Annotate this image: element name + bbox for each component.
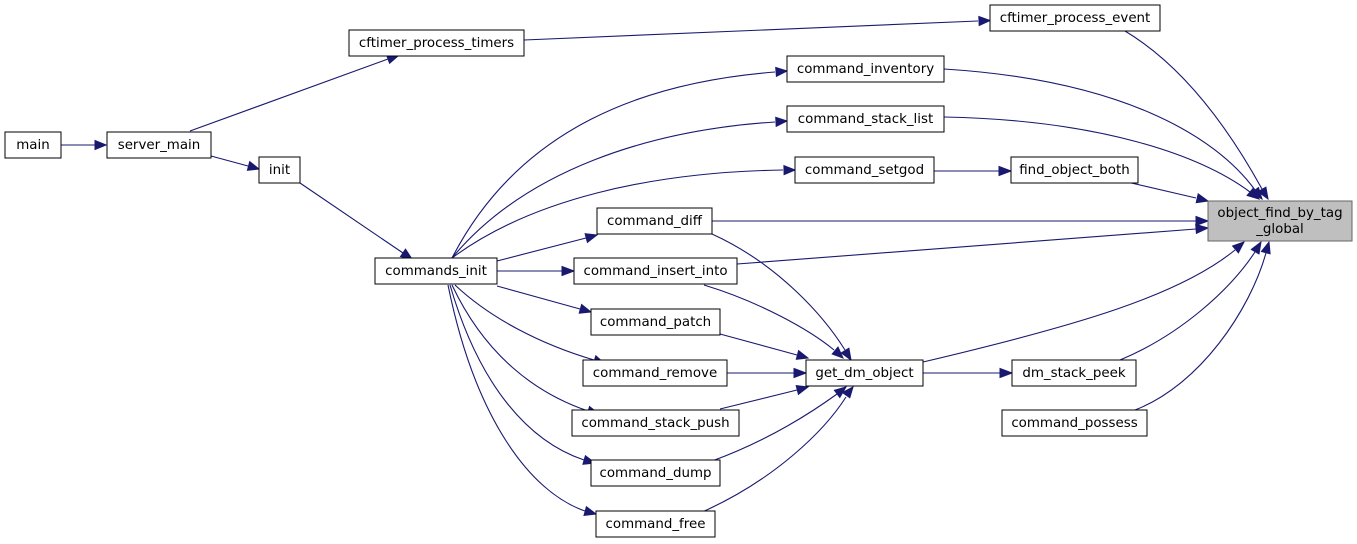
edge-command-stack-list-to-root-arrow: [1246, 187, 1261, 200]
edge-get-dm-object-to-dm-stack-peek-arrow: [999, 367, 1014, 379]
node-command-remove[interactable]: command_remove: [582, 359, 728, 387]
edge-command-inventory-to-root: [943, 68, 1256, 191]
node-get-dm-object-label: get_dm_object: [815, 366, 913, 381]
node-init-label: init: [269, 163, 290, 178]
edge-commands-init-to-command-stack-push: [451, 284, 589, 412]
edge-command-diff-to-get-dm-object-arrow: [840, 347, 852, 362]
node-server-main-label: server_main: [118, 138, 201, 153]
node-main[interactable]: main: [4, 131, 62, 159]
node-command-inventory[interactable]: command_inventory: [786, 55, 945, 83]
edge-server-main-to-cftimer-process-timers: [189, 58, 389, 132]
edge-command-diff-to-get-dm-object: [711, 233, 846, 351]
edge-command-stack-list-to-root: [943, 116, 1251, 193]
edge-command-insert-into-to-get-dm-object: [703, 284, 835, 351]
node-command-diff-label: command_diff: [607, 214, 703, 229]
node-cftimer-process-event-label: cftimer_process_event: [1000, 11, 1151, 26]
edge-commands-init-to-command-dump: [449, 284, 585, 461]
edge-command-dump-to-get-dm-object: [711, 393, 838, 462]
edge-commands-init-to-command-free-arrow: [583, 505, 598, 516]
edge-command-diff-to-root-arrow: [1195, 215, 1210, 227]
edge-commands-init-to-command-insert-into-arrow: [561, 265, 576, 277]
node-command-remove-label: command_remove: [593, 366, 717, 381]
edge-get-dm-object-to-root: [922, 249, 1236, 363]
edge-command-stack-push-to-get-dm-object-arrow: [795, 385, 810, 396]
node-command-inventory-label: command_inventory: [797, 62, 934, 77]
node-command-insert-into[interactable]: command_insert_into: [573, 257, 738, 285]
edge-get-dm-object-to-root-arrow: [1231, 241, 1246, 254]
edge-commands-init-to-command-stack-list: [451, 121, 776, 259]
node-command-possess[interactable]: command_possess: [1001, 409, 1148, 437]
edge-init-to-commands-init: [299, 182, 404, 254]
edge-commands-init-to-command-free: [447, 284, 586, 512]
node-dm-stack-peek-label: dm_stack_peek: [1022, 366, 1125, 381]
node-get-dm-object[interactable]: get_dm_object: [805, 359, 924, 387]
edge-commands-init-to-command-diff: [496, 237, 587, 262]
node-cftimer-process-event[interactable]: cftimer_process_event: [989, 4, 1161, 32]
edge-command-free-to-get-dm-object: [699, 396, 847, 514]
node-dm-stack-peek[interactable]: dm_stack_peek: [1011, 359, 1137, 387]
edge-command-setgod-to-find-object-both-arrow: [998, 165, 1013, 177]
node-server-main[interactable]: server_main: [106, 131, 212, 159]
node-commands-init[interactable]: commands_init: [374, 257, 498, 285]
edge-command-insert-into-to-root: [736, 228, 1197, 265]
edge-cftimer-process-event-to-root: [1124, 30, 1263, 190]
node-object-find-by-tag-global[interactable]: object_find_by_tag _global: [1207, 200, 1353, 242]
edge-dm-stack-peek-to-root-arrow: [1250, 240, 1262, 255]
node-command-free-label: command_free: [606, 517, 706, 532]
node-command-setgod-label: command_setgod: [805, 163, 924, 178]
edge-main-to-server-main-arrow: [94, 139, 108, 151]
node-command-stack-push[interactable]: command_stack_push: [571, 409, 740, 437]
edge-find-object-both-to-root-arrow: [1195, 193, 1210, 204]
node-commands-init-label: commands_init: [385, 264, 487, 279]
edge-server-main-to-init-arrow: [246, 160, 261, 171]
nodes: main server_main init cftimer_process_ti…: [4, 4, 1353, 538]
edge-commands-init-to-command-patch-arrow: [578, 303, 593, 314]
edge-command-stack-push-to-get-dm-object: [719, 389, 798, 410]
edge-command-remove-to-get-dm-object-arrow: [793, 367, 808, 379]
edge-command-patch-to-get-dm-object-arrow: [795, 349, 810, 360]
edge-cftimer-process-timers-to-cftimer-process-event-arrow: [978, 15, 992, 27]
edge-command-possess-to-root-arrow: [1260, 240, 1271, 255]
edge-command-free-to-get-dm-object-arrow: [841, 386, 854, 399]
node-command-dump-label: command_dump: [599, 466, 711, 481]
edge-command-insert-into-to-get-dm-object-arrow: [831, 346, 844, 359]
edge-command-insert-into-to-root-arrow: [1195, 223, 1210, 235]
edge-commands-init-to-command-inventory: [451, 71, 776, 259]
node-command-free[interactable]: command_free: [595, 510, 716, 538]
node-object-find-by-tag-global-label-line1: object_find_by_tag: [1217, 206, 1342, 221]
node-main-label: main: [16, 138, 49, 153]
node-command-patch-label: command_patch: [600, 315, 711, 330]
edge-commands-init-to-command-setgod-arrow: [783, 164, 797, 176]
edge-server-main-to-init: [210, 155, 249, 167]
edge-dm-stack-peek-to-root: [1119, 251, 1256, 361]
edge-find-object-both-to-root: [1126, 181, 1197, 199]
node-command-insert-into-label: command_insert_into: [583, 264, 727, 279]
node-object-find-by-tag-global-label-line2: _global: [1255, 222, 1304, 237]
edge-commands-init-to-command-setgod: [451, 169, 784, 259]
edge-command-patch-to-get-dm-object: [719, 333, 798, 356]
node-command-stack-push-label: command_stack_push: [581, 416, 729, 431]
edge-commands-init-to-command-patch: [496, 285, 581, 310]
node-command-setgod[interactable]: command_setgod: [794, 156, 935, 184]
node-cftimer-process-timers-label: cftimer_process_timers: [359, 36, 514, 51]
node-command-diff[interactable]: command_diff: [596, 207, 713, 235]
node-init[interactable]: init: [258, 156, 301, 184]
node-command-dump[interactable]: command_dump: [590, 459, 721, 487]
node-command-possess-label: command_possess: [1011, 416, 1137, 431]
edge-commands-init-to-command-stack-list-arrow: [775, 116, 789, 128]
edge-command-possess-to-root: [1134, 252, 1267, 411]
edge-cftimer-process-timers-to-cftimer-process-event: [523, 20, 979, 41]
node-cftimer-process-timers[interactable]: cftimer_process_timers: [348, 29, 525, 57]
node-find-object-both[interactable]: find_object_both: [1010, 156, 1139, 184]
edge-commands-init-to-command-inventory-arrow: [775, 66, 789, 78]
edge-cftimer-process-event-to-root-arrow: [1257, 186, 1269, 201]
node-command-stack-list[interactable]: command_stack_list: [786, 105, 945, 133]
edge-commands-init-to-command-diff-arrow: [584, 233, 599, 244]
edge-commands-init-to-command-remove: [454, 284, 595, 361]
node-command-patch[interactable]: command_patch: [590, 308, 721, 336]
node-command-stack-list-label: command_stack_list: [798, 112, 933, 127]
node-find-object-both-label: find_object_both: [1019, 163, 1130, 178]
